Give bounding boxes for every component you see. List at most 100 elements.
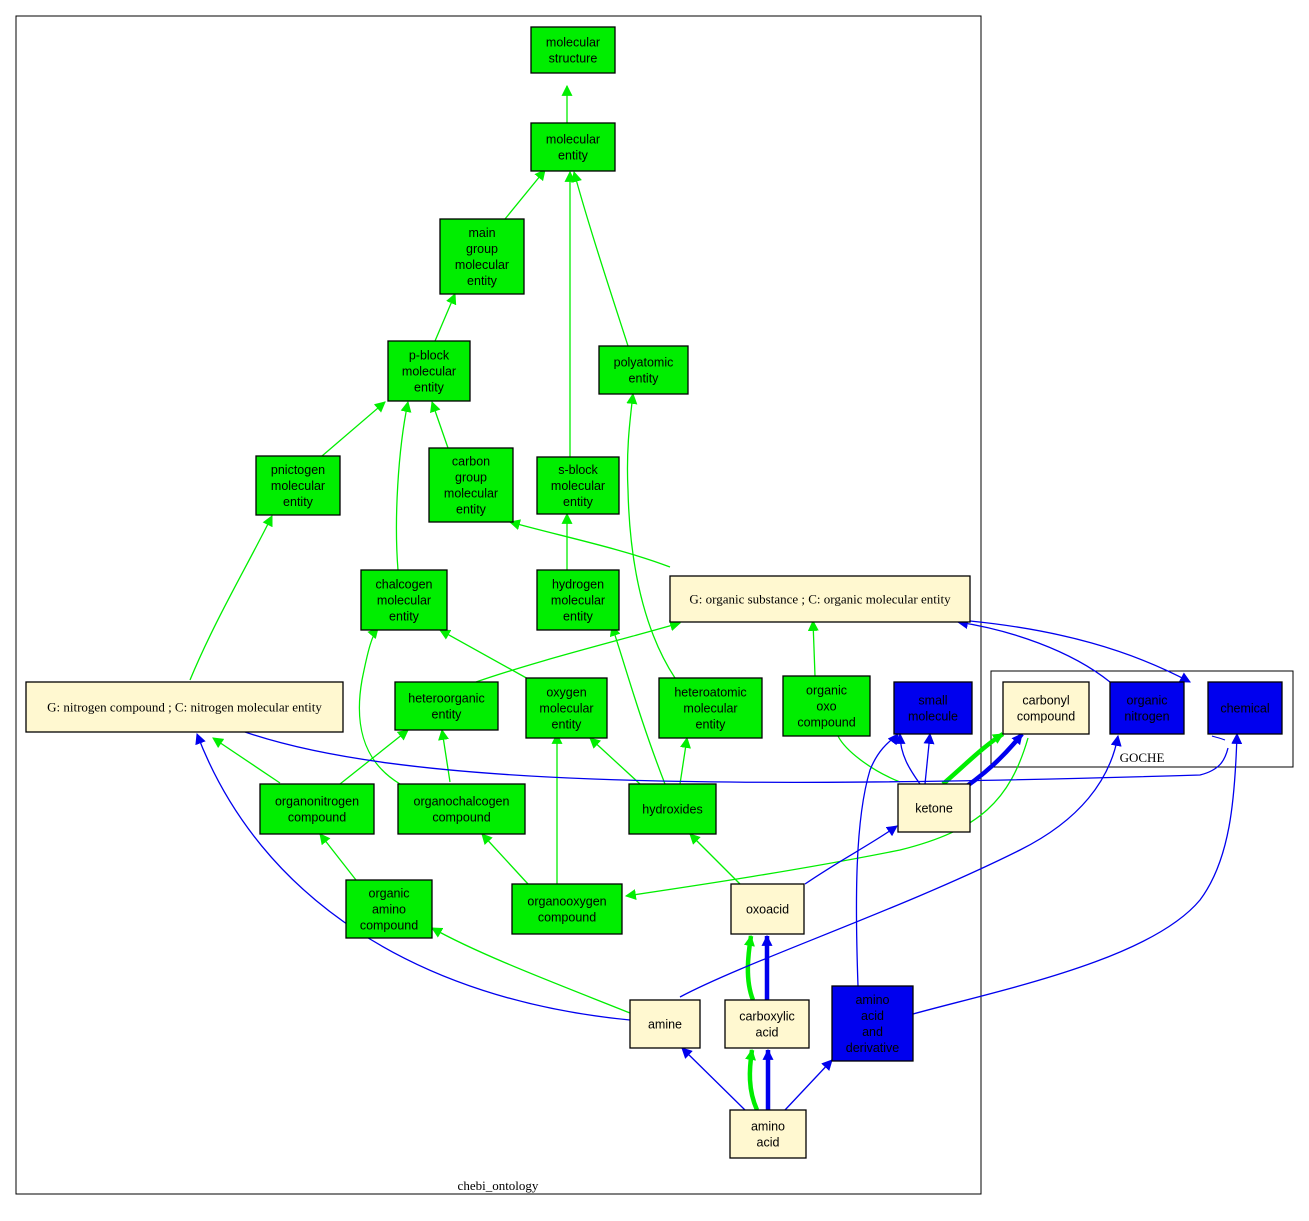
node-label: molecular [455, 258, 509, 272]
node-label: oxoacid [746, 903, 789, 917]
nodes: molecularstructuremolecularentitymaingro… [25, 26, 1283, 1159]
node-nitrogen-compound[interactable]: G: nitrogen compound ; C: nitrogen molec… [25, 681, 344, 733]
node-label: compound [797, 716, 855, 730]
edge [681, 1047, 746, 1111]
node-organooxygen[interactable]: organooxygen compound [511, 883, 623, 935]
node-label: hydrogen [552, 578, 604, 592]
edge [912, 732, 1243, 1015]
node-box [530, 122, 616, 172]
node-label: entity [629, 372, 660, 386]
node-box [439, 218, 525, 295]
node-organic-substance[interactable]: G: organic substance ; C: organic molecu… [669, 575, 971, 623]
edge [212, 737, 281, 784]
edge [244, 731, 1229, 783]
node-label: molecular [444, 487, 498, 501]
edge [321, 401, 386, 457]
edge [784, 1059, 833, 1111]
node-label: organooxygen [527, 895, 606, 909]
node-label: compound [538, 911, 596, 925]
node-label: molecular [377, 594, 431, 608]
node-label: entity [563, 495, 594, 509]
node-label: amino [751, 1120, 785, 1134]
node-box [345, 879, 433, 939]
node-label: and [862, 1025, 883, 1039]
node-label: structure [549, 52, 598, 66]
node-box [831, 985, 914, 1062]
node-box [658, 677, 763, 739]
node-label: entity [696, 718, 727, 732]
node-label: molecule [908, 710, 958, 724]
node-box [397, 783, 526, 835]
node-box [387, 340, 471, 402]
node-label: entity [414, 381, 445, 395]
node-box [628, 783, 717, 835]
node-label: organic [369, 887, 410, 901]
node-hydroxides[interactable]: hydroxides [628, 783, 717, 835]
node-ketone[interactable]: ketone [897, 783, 971, 833]
node-box [897, 783, 971, 833]
node-label: molecular [546, 133, 600, 147]
node-box [782, 675, 871, 737]
node-label: entity [552, 718, 583, 732]
node-label: carbonyl [1022, 694, 1069, 708]
node-label: heteroorganic [408, 692, 484, 706]
node-carbonyl[interactable]: carbonyl compound [1002, 681, 1090, 735]
edge [679, 736, 691, 785]
node-box [724, 999, 810, 1049]
node-label: heteroatomic [674, 686, 746, 700]
node-box [428, 447, 514, 523]
edge [189, 515, 273, 681]
node-amine[interactable]: amine [629, 999, 701, 1049]
edge [195, 732, 631, 1021]
edge [956, 618, 1111, 683]
node-box [259, 783, 375, 835]
node-box [536, 456, 620, 515]
node-label: organic [1127, 694, 1168, 708]
edge [689, 833, 741, 885]
node-label: acid [861, 1009, 884, 1023]
node-box [255, 455, 341, 516]
node-label: molecular [402, 365, 456, 379]
node-label: entity [563, 610, 594, 624]
node-oxoacid[interactable]: oxoacid [730, 883, 805, 935]
node-box [25, 681, 344, 733]
node-p-block[interactable]: p-block molecular entity [387, 340, 471, 402]
node-chemical[interactable]: chemical [1207, 681, 1283, 735]
edge [508, 519, 671, 568]
edge [358, 627, 401, 785]
node-label: amino [372, 903, 406, 917]
node-label: entity [467, 274, 498, 288]
node-label: p-block [409, 349, 450, 363]
edge [431, 927, 631, 1014]
edge [319, 833, 357, 881]
edge [481, 833, 529, 885]
node-box [629, 999, 701, 1049]
node-label: oxygen [546, 686, 586, 700]
node-label: compound [1017, 710, 1075, 724]
edge [609, 624, 666, 785]
edge [624, 737, 1029, 900]
node-box [530, 26, 616, 74]
